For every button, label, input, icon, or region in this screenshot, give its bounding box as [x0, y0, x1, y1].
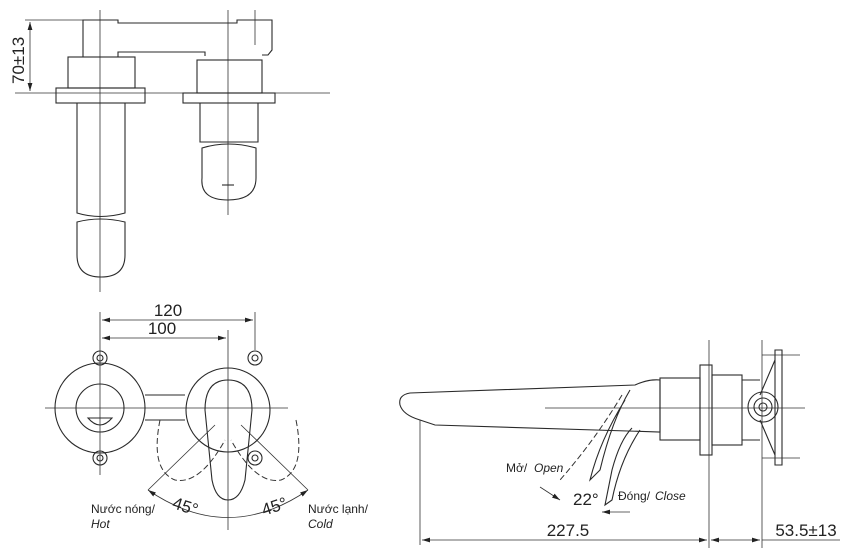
front-elevation-view: 70±13: [9, 10, 330, 292]
open-label-en: Open: [534, 461, 564, 475]
plan-view: 120 100 45° 45° Nước nóng/ Hot Nước lạnh…: [45, 301, 369, 531]
open-label-vi: Mở/: [506, 461, 528, 475]
hot-label-en: Hot: [91, 517, 110, 531]
hot-label-vi: Nước nóng/: [91, 502, 156, 516]
cold-label-en: Cold: [308, 517, 333, 531]
hot-angle: 45°: [170, 494, 200, 520]
close-label-en: Close: [655, 489, 686, 503]
depth-dimension: 53.5±13: [775, 521, 836, 540]
side-elevation-view: 227.5 53.5±13 Mở/ Open 22° Đóng/ Close: [399, 340, 840, 548]
width-100-dimension: 100: [148, 319, 176, 338]
cold-label-vi: Nước lạnh/: [308, 502, 369, 516]
height-dimension: 70±13: [9, 37, 28, 84]
width-120-dimension: 120: [154, 301, 182, 320]
close-label-vi: Đóng/: [618, 489, 651, 503]
lever-angle: 22°: [573, 490, 599, 509]
length-dimension: 227.5: [547, 521, 590, 540]
cold-angle: 45°: [259, 494, 289, 520]
